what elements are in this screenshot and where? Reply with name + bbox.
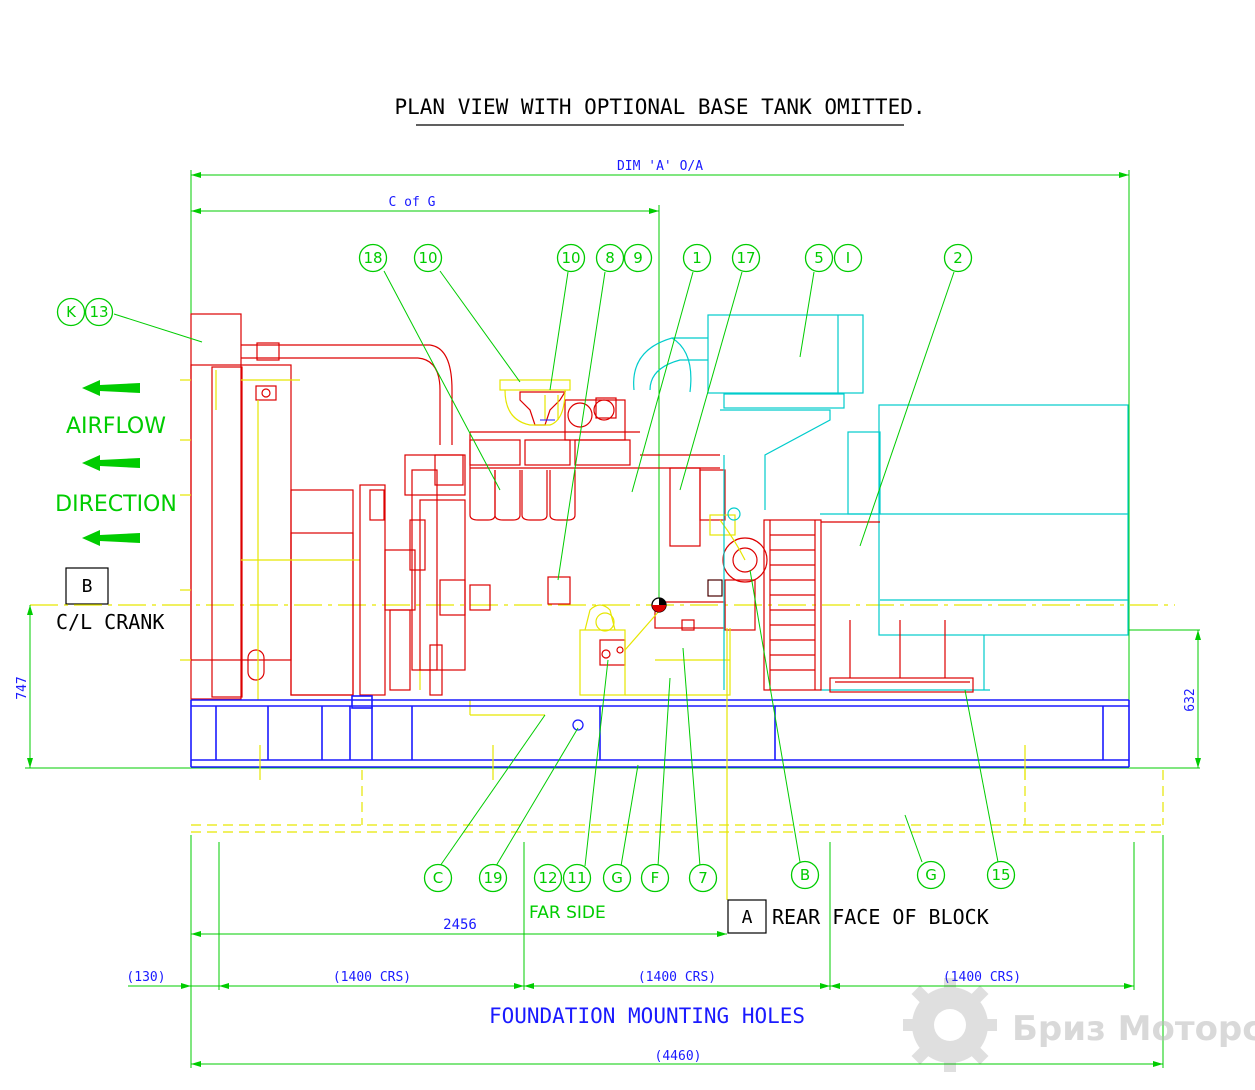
radiator-yellow-lines xyxy=(180,370,421,700)
callout-k: K xyxy=(56,297,86,327)
svg-text:2: 2 xyxy=(953,249,963,267)
block-ref-box xyxy=(727,899,767,934)
engine-marks xyxy=(540,419,723,613)
callout-5: 5 xyxy=(804,243,834,273)
dim-left-offset: (130) xyxy=(126,970,165,985)
callout-19: 19 xyxy=(478,863,508,893)
callout-7: 7 xyxy=(688,863,718,893)
dim-height-left: 747 xyxy=(15,676,30,699)
dim-overall-top: DIM 'A' O/A xyxy=(617,159,703,174)
svg-text:B: B xyxy=(800,866,810,884)
callout-15: 15 xyxy=(986,860,1016,890)
direction-label: DIRECTION xyxy=(55,492,177,517)
engine-yellow-outline xyxy=(469,379,746,716)
airflow-arrows xyxy=(82,380,140,546)
callout-2: 2 xyxy=(943,243,973,273)
svg-text:G: G xyxy=(925,866,937,884)
far-side-label: FAR SIDE xyxy=(529,903,606,923)
callout-f: F xyxy=(640,863,670,893)
svg-text:7: 7 xyxy=(698,869,708,887)
svg-text:I: I xyxy=(846,249,850,267)
callout-18: 18 xyxy=(358,243,388,273)
callout-17: 17 xyxy=(731,243,761,273)
svg-text:18: 18 xyxy=(363,249,382,267)
drawing-title: PLAN VIEW WITH OPTIONAL BASE TANK OMITTE… xyxy=(394,95,925,119)
callout-i: I xyxy=(833,243,863,273)
alternator xyxy=(633,314,1129,691)
height-dimensions xyxy=(25,605,1201,769)
top-dimension-lines xyxy=(190,170,1130,700)
svg-text:11: 11 xyxy=(567,869,586,887)
callout-g-right: G xyxy=(916,860,946,890)
crank-ref-box xyxy=(65,567,109,605)
dim-cog: C of G xyxy=(389,195,436,210)
svg-text:8: 8 xyxy=(605,249,615,267)
svg-text:12: 12 xyxy=(538,869,557,887)
callout-leaders xyxy=(113,270,999,867)
svg-text:10: 10 xyxy=(418,249,437,267)
svg-text:G: G xyxy=(611,869,623,887)
svg-text:F: F xyxy=(651,869,660,887)
svg-text:17: 17 xyxy=(736,249,755,267)
dim-overall-bottom: (4460) xyxy=(655,1049,702,1064)
callout-11: 11 xyxy=(562,863,592,893)
dim-rear-face: 2456 xyxy=(443,917,477,933)
callout-10b: 10 xyxy=(556,243,586,273)
callout-c: C xyxy=(423,863,453,893)
control-panel xyxy=(763,519,974,693)
crank-label: C/L CRANK xyxy=(56,610,164,634)
svg-text:19: 19 xyxy=(483,869,502,887)
watermark-gear-icon xyxy=(903,978,997,1072)
watermark-text: Бриз Моторс xyxy=(1012,1009,1255,1049)
dim-crs-3: (1400 CRS) xyxy=(943,970,1021,985)
svg-text:C: C xyxy=(433,869,443,887)
callout-g-left: G xyxy=(602,863,632,893)
bottom-dimension-lines xyxy=(128,835,1164,1068)
crank-ref-letter: B xyxy=(82,576,93,597)
svg-text:1: 1 xyxy=(692,249,702,267)
svg-text:13: 13 xyxy=(89,303,108,321)
svg-text:15: 15 xyxy=(991,866,1010,884)
radiator xyxy=(190,313,453,700)
svg-text:9: 9 xyxy=(633,249,643,267)
callout-10a: 10 xyxy=(413,243,443,273)
dim-crs-1: (1400 CRS) xyxy=(333,970,411,985)
callout-b: B xyxy=(790,860,820,890)
callout-13: 13 xyxy=(84,297,114,327)
callout-9: 9 xyxy=(623,243,653,273)
base-frame xyxy=(190,695,1130,768)
rear-face-label: REAR FACE OF BLOCK xyxy=(772,905,989,929)
mounting-hole-19 xyxy=(572,719,584,731)
callout-1: 1 xyxy=(682,243,712,273)
callout-12: 12 xyxy=(533,863,563,893)
svg-text:5: 5 xyxy=(814,249,824,267)
svg-text:10: 10 xyxy=(561,249,580,267)
callout-8: 8 xyxy=(595,243,625,273)
dim-height-right: 632 xyxy=(1183,688,1198,711)
foundation-yellow-lines xyxy=(191,628,1165,900)
svg-text:K: K xyxy=(66,303,77,321)
airflow-label: AIRFLOW xyxy=(66,414,166,439)
foundation-label: FOUNDATION MOUNTING HOLES xyxy=(489,1004,805,1028)
block-ref-letter: A xyxy=(742,907,753,928)
dim-crs-2: (1400 CRS) xyxy=(638,970,716,985)
